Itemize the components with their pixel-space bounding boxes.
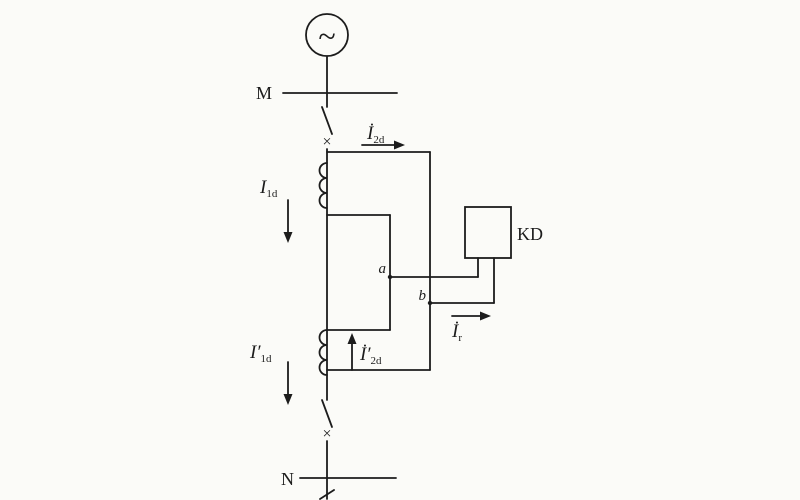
ct-bottom-coil: [318, 329, 328, 376]
current-label-ir: İr: [451, 321, 462, 344]
bottom-edge-tick: [319, 489, 335, 500]
breaker-bottom-blade: [321, 399, 333, 428]
ac-source-symbol: [305, 13, 349, 57]
junction-b-dot: [427, 300, 433, 306]
relay-label: KD: [517, 224, 543, 244]
node-b-label: b: [419, 288, 427, 304]
breaker-bottom-cross-icon: ×: [322, 426, 331, 443]
current-label-i1d-prime: I′1d: [249, 342, 272, 365]
breaker-top-blade: [321, 106, 333, 135]
breaker-top-cross-icon: ×: [322, 134, 331, 151]
relay-box: [464, 206, 512, 259]
ac-waveform-icon: ~: [318, 18, 335, 54]
current-label-i1d: I1d: [259, 177, 278, 200]
i2d-prime-arrow: [347, 333, 357, 371]
junction-a-dot: [387, 274, 393, 280]
i2d-arrow: [361, 140, 405, 150]
busbar-m-label: M: [256, 83, 272, 103]
ct-top-coil: [318, 162, 328, 209]
i1d-arrow: [283, 199, 293, 243]
ir-arrow: [451, 311, 491, 321]
node-a-label: a: [379, 261, 387, 277]
busbar-n-label: N: [281, 469, 294, 489]
current-label-i2d: İ2d: [366, 123, 385, 146]
current-label-i2d-prime: İ′2d: [359, 344, 382, 367]
i1d-prime-arrow: [283, 361, 293, 405]
